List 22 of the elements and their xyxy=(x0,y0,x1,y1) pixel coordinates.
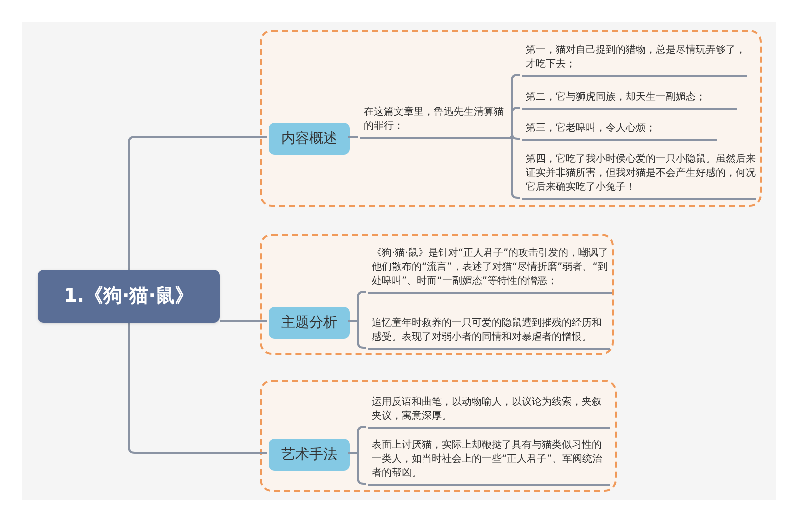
text-item: 第二，它与狮虎同族，却天生一副媚态； xyxy=(522,88,737,110)
text-item: 第三，它老嗥叫，令人心烦； xyxy=(522,119,717,141)
text-item: 在这篇文章里，鲁迅先生清算猫的罪行： xyxy=(360,101,512,139)
connector-line xyxy=(510,136,520,199)
root-topic: 1.《狗·猫·鼠》 xyxy=(38,270,220,323)
text-item: 追忆童年时救养的一只可爱的隐鼠遭到摧残的经历和感受。表现了对弱小者的同情和对暴虐者的憎恨。 xyxy=(368,297,610,350)
topic-box: 艺术手法 xyxy=(269,439,350,471)
text-item: 第四，它吃了我小时侯心爱的一只小隐鼠。虽然后来证实并非猫所害，但我对猫是不会产生好感的，何况它后来确实吃了小兔子！ xyxy=(522,150,756,200)
text-item: 《狗·猫·鼠》是针对“正人君子”的攻击引发的，嘲讽了他们散布的“流言”，表述了对猫“尽情折磨”弱者、“到处嗥叫”、时而“一副媚态”等特性的憎恶； xyxy=(368,242,612,294)
connector-line xyxy=(128,323,267,454)
connector-line xyxy=(128,136,267,270)
connector-line xyxy=(348,136,358,138)
text-item: 运用反语和曲笔，以动物喻人，以议论为线索，夹叙夹议，寓意深厚。 xyxy=(368,392,610,429)
group-frame xyxy=(260,234,614,355)
text-item: 表面上讨厌猫，实际上却鞭挞了具有与猫类似习性的一类人，如当时社会上的一些“正人君子”、军阀统治者的帮凶。 xyxy=(368,434,610,486)
group-frame xyxy=(260,380,617,492)
topic-box: 主题分析 xyxy=(269,307,350,339)
connector-line xyxy=(220,320,267,322)
group-frame xyxy=(260,30,762,207)
topic-box: 内容概述 xyxy=(269,123,350,155)
connector-line xyxy=(510,132,520,140)
text-item: 第一，猫对自己捉到的猎物，总是尽情玩弄够了，才吃下去； xyxy=(522,42,747,77)
